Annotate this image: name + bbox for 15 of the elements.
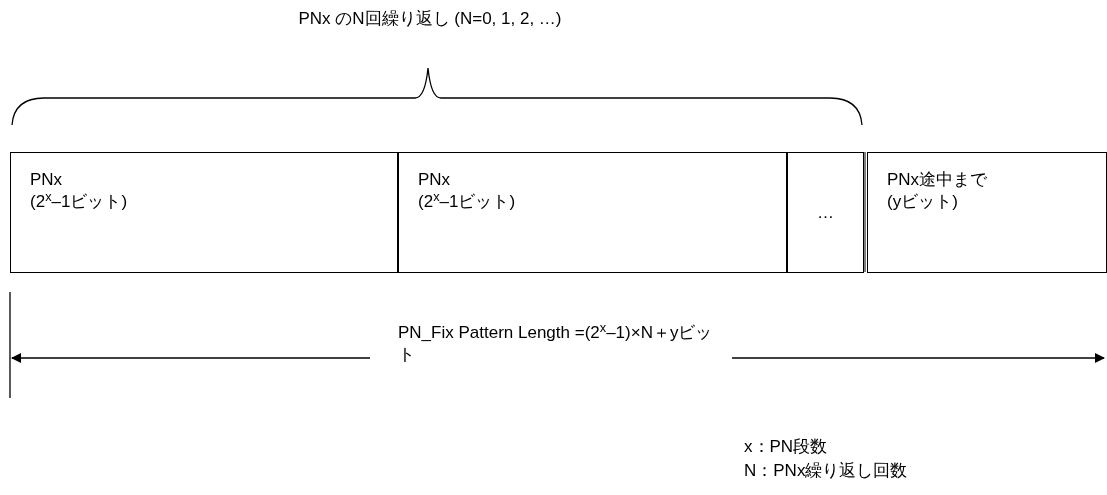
segment-text: PNx [418,169,451,191]
segment-text: … [817,201,834,224]
segment-box [867,152,1107,273]
segment-text: PNx [30,169,63,191]
dimension-label: PN_Fix Pattern Length =(2$^{x}$–1)×N＋yビット [398,322,714,366]
segment-text: PNx途中まで [887,169,988,191]
segment-text: (2$^{x}$–1ビット) [418,191,516,213]
segment-box [398,152,787,273]
note-text: N：PNx繰り返し回数 [744,460,909,482]
segment-box [787,152,864,273]
brace-label: PNx のN回繰り返し (N=0, 1, 2, …) [297,8,563,30]
segment-text: (2$^{x}$–1ビット) [30,191,128,213]
segment-box [10,152,398,273]
note-text: x：PN段数 [744,436,829,458]
segment-text: (yビット) [887,191,958,213]
